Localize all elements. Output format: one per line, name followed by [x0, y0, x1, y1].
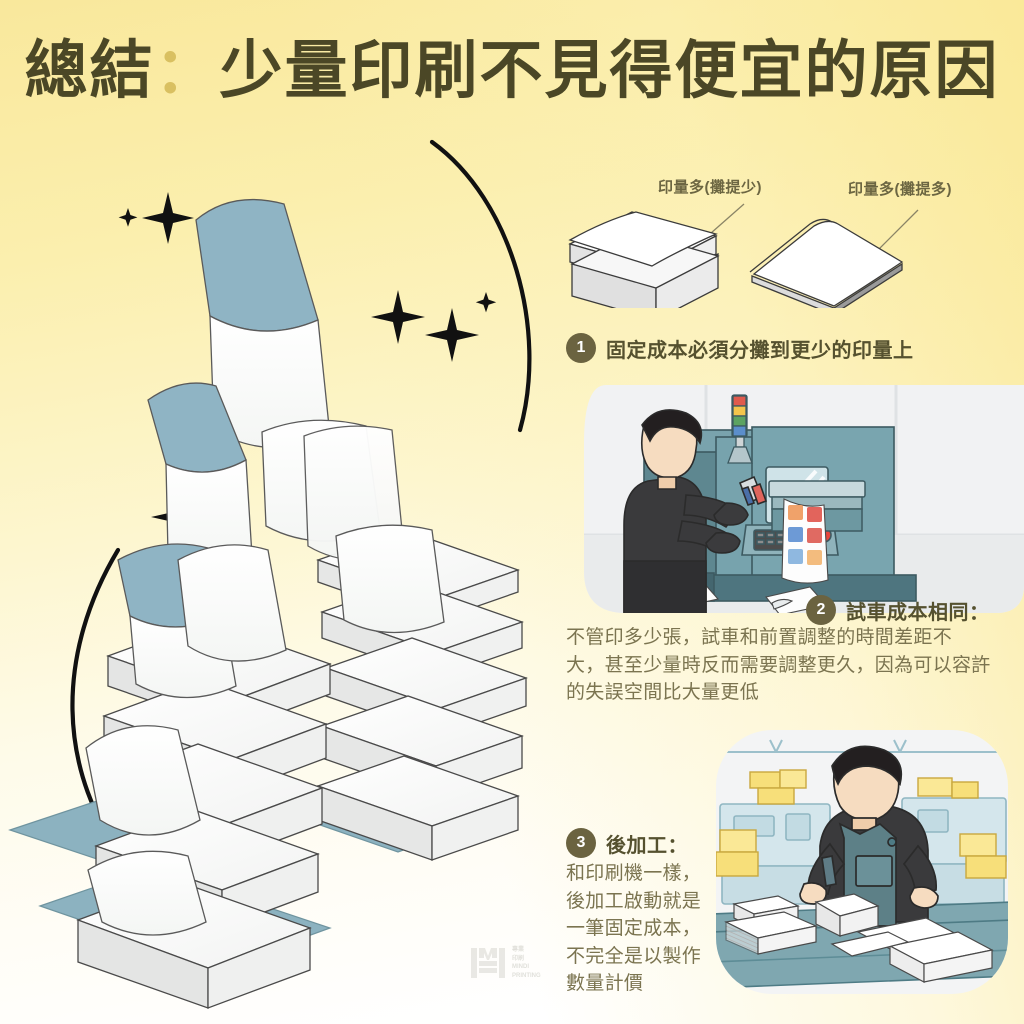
step-2-badge: 2: [806, 595, 836, 625]
brand-wm-line1: 專業: [512, 947, 525, 953]
brand-watermark-text: 專業 印刷 MINDI PRINTING: [512, 946, 541, 981]
step-3-body-line: 數量計價: [566, 973, 644, 995]
falling-paper-stacks-illustration: [8, 139, 532, 1009]
step-3-body: 和印刷機一樣， 後加工啟動就是 一筆固定成本， 不完全是以製作 數量計價: [566, 860, 746, 998]
step-2-title: 試車成本相同：: [846, 601, 990, 624]
step-1-header: 1 固定成本必須分攤到更少的印量上: [566, 333, 914, 363]
step-3-badge: 3: [566, 828, 596, 858]
step-2-body-line: 的失誤空間比大量更低: [566, 682, 760, 704]
title-lead: 總結: [24, 36, 155, 106]
finishing-worker-illustration: [716, 730, 1008, 994]
title-separator: ：: [154, 36, 220, 106]
brand-logo-icon: [471, 948, 505, 979]
brand-wm-line3: MINDI: [512, 964, 529, 971]
step-3-body-line: 不完全是以製作: [566, 945, 702, 967]
callout-stack-many-low: 印量多(攤提少): [658, 179, 762, 196]
step-3-body-line: 一筆固定成本，: [566, 918, 702, 940]
step-3-header: 3 後加工：: [566, 828, 688, 858]
step-3-body-line: 和印刷機一樣，: [566, 863, 702, 884]
callout-stack-many-high: 印量多(攤提多): [848, 181, 952, 198]
step-2-body: 不管印多少張，試車和前置調整的時間差距不 大，甚至少量時反而需要調整更久，因為可…: [566, 624, 1006, 707]
step-3-body-line: 後加工啟動就是: [566, 890, 702, 912]
brand-watermark: 專業 印刷 MINDI PRINTING: [470, 946, 541, 981]
step-3-title: 後加工：: [606, 834, 688, 857]
press-operator-illustration: [584, 385, 1024, 613]
brand-wm-line2: 印刷: [512, 955, 525, 962]
brand-wm-line4: PRINTING: [512, 973, 541, 980]
title-rest: 少量印刷不見得便宜的原因: [219, 36, 1000, 106]
page-title: 總結：少量印刷不見得便宜的原因: [0, 38, 1024, 104]
step-2-header: 2 試車成本相同：: [806, 595, 990, 625]
step-1-title: 固定成本必須分攤到更少的印量上: [606, 339, 914, 362]
step-2-body-line: 大，甚至少量時反而需要調整更久，因為可以容許: [566, 654, 991, 676]
paper-ream-pair-illustration: [568, 203, 919, 308]
step-1-badge: 1: [566, 333, 596, 363]
step-2-body-line: 不管印多少張，試車和前置調整的時間差距不: [566, 627, 953, 648]
